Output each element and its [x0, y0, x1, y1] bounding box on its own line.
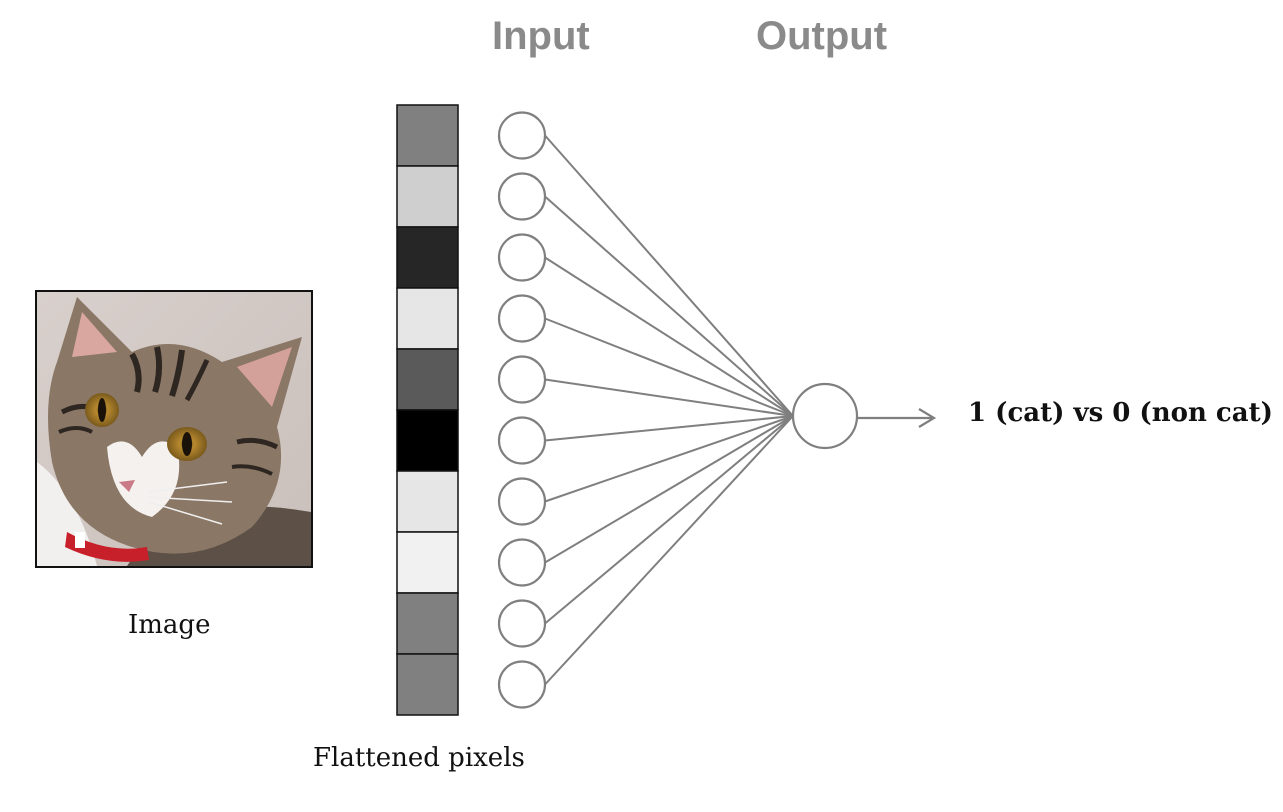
- input-node-7: [497, 477, 547, 526]
- pixel-cell-2: [396, 165, 459, 228]
- input-node-1: [497, 111, 547, 160]
- connection-line-8: [544, 415, 794, 564]
- input-node-4: [497, 294, 547, 343]
- input-nodes: [497, 111, 547, 709]
- connection-line-3: [544, 256, 794, 417]
- output-label: 1 (cat) vs 0 (non cat): [968, 398, 1273, 428]
- input-node-3: [497, 233, 547, 282]
- input-node-6: [497, 416, 547, 465]
- pixel-cell-5: [396, 348, 459, 411]
- connection-line-6: [544, 415, 794, 442]
- cat-photo-icon: [37, 292, 311, 566]
- output-header: Output: [756, 14, 888, 58]
- output-arrow-icon: [918, 408, 937, 428]
- input-header: Input: [492, 14, 590, 58]
- pixel-cell-10: [396, 653, 459, 716]
- pixel-cell-8: [396, 531, 459, 594]
- pixel-cell-1: [396, 104, 459, 167]
- input-node-2: [497, 172, 547, 221]
- connection-line-2: [544, 195, 794, 417]
- flattened-pixels-label: Flattened pixels: [313, 743, 525, 773]
- output-node: [791, 382, 859, 450]
- flattened-pixel-column: [396, 104, 459, 716]
- pixel-cell-9: [396, 592, 459, 655]
- pixel-cell-6: [396, 409, 459, 472]
- connection-line-4: [544, 317, 794, 417]
- input-node-8: [497, 538, 547, 587]
- cat-image: [35, 290, 313, 568]
- input-node-5: [497, 355, 547, 404]
- image-label: Image: [128, 610, 211, 640]
- connection-line-9: [544, 415, 794, 625]
- pixel-cell-7: [396, 470, 459, 533]
- connection-line-7: [544, 415, 794, 503]
- connection-line-5: [544, 378, 794, 417]
- input-node-10: [497, 660, 547, 709]
- connection-lines: [544, 134, 794, 686]
- pixel-cell-4: [396, 287, 459, 350]
- input-node-9: [497, 599, 547, 648]
- connection-line-10: [544, 415, 794, 686]
- pixel-cell-3: [396, 226, 459, 289]
- connection-line-1: [544, 134, 794, 417]
